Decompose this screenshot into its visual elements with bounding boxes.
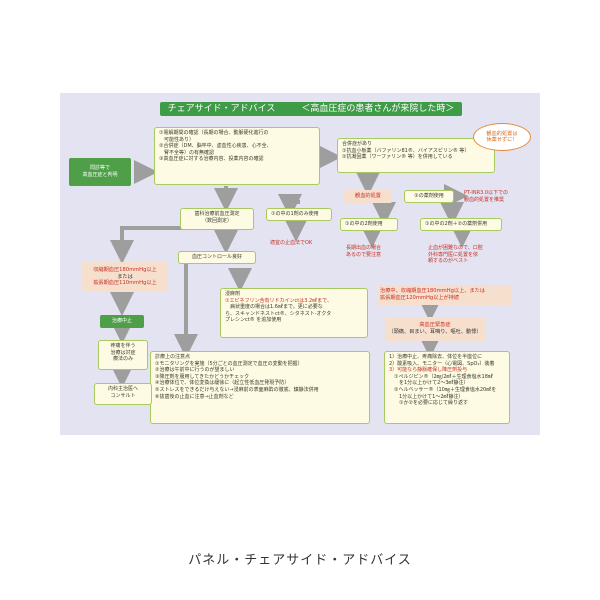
- stop-label: 治療中止: [100, 315, 144, 328]
- start-box: 問診等で 高血圧症と判明: [69, 158, 131, 186]
- over-box: 収縮期血圧180mmHg以上 または 拡張期血圧110mmHg以上: [82, 262, 168, 292]
- emergency-box: 高血圧緊急症 （頭痛、目まい、耳鳴り、嘔吐、動悸）: [385, 317, 485, 341]
- high-box: 治療中、収縮期血圧180mmHg以上、または 拡張期血圧120mmHg以上が持続: [378, 285, 512, 305]
- procedure-label: 観血的処置: [344, 190, 392, 203]
- branch-three: ①の中の2剤＋②の薬剤併用: [420, 218, 502, 231]
- title-main: チェアサイド・アドバイス: [167, 104, 276, 114]
- refer-box: 止血が困難なので、口腔 外科専門医に処置を依 頼するのがベスト: [428, 245, 483, 265]
- inr-box: PT-INR3.0以下での 観血的処置を推奨: [464, 190, 509, 203]
- branch-two: ①の中の2剤使用: [340, 218, 398, 231]
- ok-box: 適宜の止血法でOK: [270, 240, 313, 246]
- anesthesia-box: 浸麻剤 ①エピネフリン含有リドカインctは3.2㎖まで、 病状重度の場合は1.6…: [220, 288, 368, 338]
- control-label: 血圧コントロール良好: [178, 251, 256, 264]
- long-box: 長期出血の場合 あるので要注意: [346, 245, 382, 258]
- warning-bubble: 観血的処置は 休薬せずに！: [473, 123, 531, 151]
- symptom-box: 疼痛を伴う 治療は対症 療法のみ: [98, 340, 148, 370]
- check-box: ①電解期間の確認（長期の場合、動脈硬化進行の 可能性あり） ②合併症（DM、脳卒…: [154, 127, 320, 185]
- title-subtitle: ＜高血圧症の患者さんが来院した時＞: [301, 104, 455, 114]
- title-bar: チェアサイド・アドバイス ＜高血圧症の患者さんが来院した時＞: [160, 102, 462, 116]
- caption: パネル・チェアサイド・アドバイス: [188, 553, 412, 568]
- emergency-steps: 1）治療中止、疼痛除去、体位を半座位に 2）酸素吸入、モニター（心電図、SpO₂…: [384, 351, 510, 424]
- measure-box: 歯科治療前血圧測定 （数回測定）: [180, 208, 254, 230]
- branch-one: ①の中の1剤のみ使用: [266, 208, 332, 221]
- consult-box: 内科主治医へ コンサルト: [94, 383, 152, 405]
- notes-box: 診療上の注意点 ①モニタリングを実施（5分ごとの血圧測定で血圧の変動を把握） ②…: [150, 351, 370, 424]
- complication-box: 合併症があり ①抗血小板薬（バファリン81®、バイアスピリン® 等） ②抗凝固薬…: [337, 138, 495, 173]
- branch-warfarin: ②の薬剤使用: [404, 190, 454, 203]
